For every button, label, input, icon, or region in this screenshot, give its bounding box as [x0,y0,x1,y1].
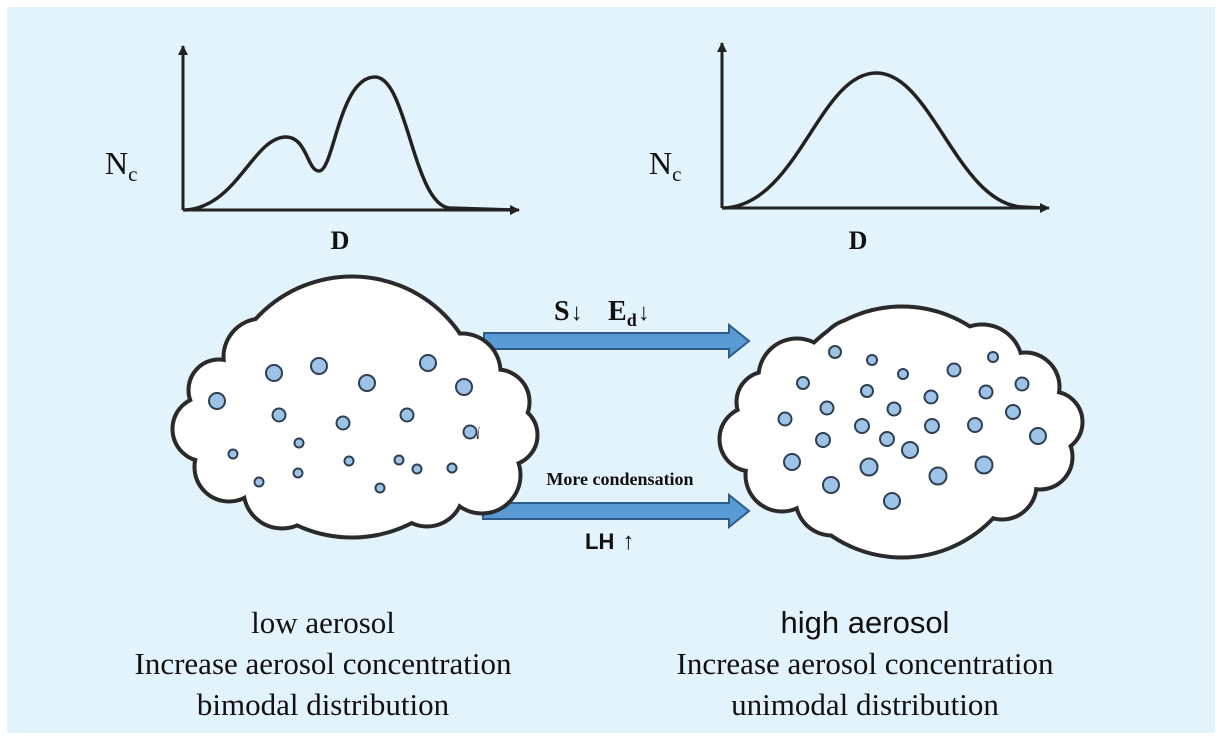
right-unimodal-curve [723,71,1044,210]
droplet [897,368,909,380]
droplet [822,476,840,494]
droplet [974,455,994,475]
droplet [399,407,415,423]
droplet [293,437,305,449]
more-condensation-label: More condensation [546,469,693,489]
left-bimodal-curve [184,75,516,212]
droplet [446,462,458,474]
droplet [901,441,919,459]
cloud-fill [818,320,896,398]
evaporation-label: Ed↓ [608,296,650,330]
left-cloud-shape [170,274,540,540]
droplet [815,432,831,448]
droplet [419,354,437,372]
bottom-transition-arrow: More condensation LH↑ [482,469,751,555]
top-transition-arrow: S↓ Ed↓ [483,296,751,360]
droplet [1014,376,1030,392]
droplet [967,417,983,433]
droplet [292,467,304,479]
right-caption-line2: Increase aerosol concentration [676,646,1054,681]
droplet [335,415,351,431]
right-size-distribution-plot: Nc D [649,42,1050,255]
droplet [886,401,902,417]
cloud-fill [188,368,306,486]
droplet [455,378,473,396]
left-caption-line1: low aerosol [251,605,395,640]
high-aerosol-cloud [717,304,1085,560]
right-cloud-shape [717,304,1085,560]
left-caption-line2: Increase aerosol concentration [134,646,512,681]
droplet [819,400,835,416]
right-caption: high aerosol Increase aerosol concentrat… [625,604,1105,727]
right-plot-x-label: D [849,226,868,255]
cloud-fill [392,455,462,525]
droplet [883,492,901,510]
droplet [253,476,265,488]
left-plot-x-label: D [331,226,350,255]
bottom-block-arrow [482,492,751,530]
droplet [987,351,999,363]
droplet [227,448,239,460]
droplet [879,431,895,447]
supersaturation-label: S↓ [554,296,583,327]
droplet [928,466,948,486]
droplet [854,418,870,434]
droplet [411,463,423,475]
droplet [393,454,405,466]
droplet [343,455,355,467]
droplet [796,376,810,390]
cloud-fill [355,305,449,399]
droplet [265,364,283,382]
droplet [1005,404,1021,420]
droplet [208,392,226,410]
left-cloud-droplets [208,354,478,494]
droplet [978,384,994,400]
droplet [866,354,878,366]
droplet [859,457,879,477]
droplet [946,362,962,378]
droplet [828,345,842,359]
droplet [358,374,376,392]
droplet [271,407,287,423]
latent-heat-label: LH↑ [585,528,634,555]
cloud-fill [286,301,368,383]
droplet [924,418,940,434]
diagram-panel: Nc D Nc D S↓ Ed↓ More condensation [7,7,1215,733]
right-caption-line1: high aerosol [780,605,950,640]
droplet [923,389,939,405]
low-aerosol-cloud [170,274,540,540]
left-plot-y-label: Nc [105,145,137,186]
droplet [310,357,328,375]
right-cloud-droplets [777,345,1047,510]
left-caption-line3: bimodal distribution [196,687,450,722]
cloud-fill [320,460,394,534]
droplet [1029,427,1047,445]
left-caption: low aerosol Increase aerosol concentrati… [83,604,563,727]
cloud-fill [445,438,519,512]
droplet [783,453,801,471]
diagram-canvas: Nc D Nc D S↓ Ed↓ More condensation [105,42,1085,560]
droplet [860,384,874,398]
droplet [462,424,478,440]
left-size-distribution-plot: Nc D [105,45,520,255]
right-plot-y-label: Nc [649,145,681,186]
droplet [777,411,793,427]
right-caption-line3: unimodal distribution [731,687,999,722]
droplet [374,482,386,494]
top-block-arrow [483,322,751,360]
